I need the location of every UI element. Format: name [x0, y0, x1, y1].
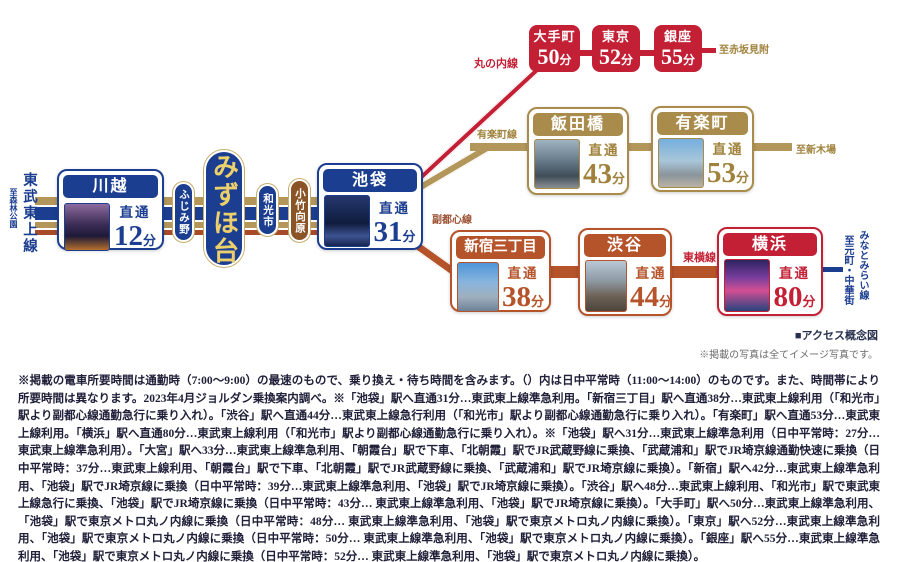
- station-pill-wakoshi: 和光市: [257, 184, 278, 236]
- iidabashi-direct-label: 直通: [588, 143, 620, 158]
- station-box-yurakucho: 有楽町 直通 53分: [651, 106, 754, 192]
- shinrinkoen-terminus-label: 至森林公園: [9, 188, 18, 228]
- shibuya-direct-label: 直通: [635, 266, 667, 281]
- otemachi-minutes: 50: [537, 44, 560, 69]
- shinjuku-sanchome-name: 新宿三丁目: [456, 236, 545, 259]
- tobu-tojo-line-name: 東武東上線: [21, 172, 37, 255]
- tokyo-minutes-unit: 分: [620, 53, 633, 67]
- tokyo-minutes: 52: [598, 44, 621, 69]
- yurakucho-direct-label: 直通: [712, 142, 744, 157]
- tobu-tojo-line-label-group: 東武東上線 至森林公園: [8, 172, 40, 322]
- shinjuku-sanchome-minutes-unit: 分: [531, 294, 545, 309]
- ikebukuro-minutes: 31: [373, 216, 403, 248]
- yurakucho-name: 有楽町: [657, 112, 748, 135]
- ginza-minutes: 55: [660, 44, 683, 69]
- yurakucho-minutes-unit: 分: [736, 170, 750, 185]
- fujimino-label: ふじみ野: [178, 189, 189, 235]
- route-time-disclaimer: ※掲載の電車所要時間は通勤時（7:00～9:00）の最速のもので、乗り換え・待ち…: [18, 375, 880, 562]
- marunouchi-connector-3: [701, 48, 716, 53]
- fukutoshin-line-label: 副都心線: [432, 215, 472, 226]
- ikebukuro-direct-label: 直通: [379, 201, 410, 216]
- station-box-shibuya: 渋谷 直通 44分: [578, 228, 672, 316]
- yokohama-name: 横浜: [723, 233, 817, 256]
- toyoko-connector: [668, 266, 720, 278]
- station-pill-mizuhodai: みずほ台: [204, 150, 244, 267]
- marunouchi-connector-1: [576, 50, 594, 56]
- toyoko-line-label: 東横線: [683, 252, 716, 264]
- marunouchi-line-label: 丸の内線: [474, 58, 518, 70]
- station-box-otemachi: 大手町 50分: [529, 25, 580, 72]
- yurakucho-minutes: 53: [707, 157, 736, 189]
- ginza-minutes-unit: 分: [682, 53, 695, 67]
- minatomirai-line-label: みなとみらい線: [857, 230, 868, 300]
- motomachi-chukagai-terminus-label: 至元町・中華街: [842, 235, 853, 305]
- shibuya-name: 渋谷: [584, 234, 666, 257]
- ikebukuro-minutes-unit: 分: [402, 229, 416, 244]
- wakoshi-label: 和光市: [262, 192, 273, 228]
- ginza-name: 銀座: [663, 29, 692, 44]
- yurakucho-horizontal-line: [470, 143, 792, 151]
- station-box-ikebukuro: 池袋 直通 31分: [317, 163, 423, 250]
- minatomirai-connector: [822, 267, 843, 272]
- marunouchi-connector-2: [638, 50, 656, 56]
- kawagoe-minutes-unit: 分: [142, 233, 156, 248]
- yokohama-minutes-unit: 分: [802, 294, 816, 309]
- station-box-yokohama: 横浜 直通 80分: [717, 227, 823, 316]
- iidabashi-minutes-unit: 分: [612, 171, 626, 186]
- otemachi-name: 大手町: [533, 29, 576, 44]
- kawagoe-minutes: 12: [113, 220, 143, 252]
- yurakucho-line-label: 有楽町線: [477, 130, 517, 141]
- station-pill-kotake-mukaihara: 小竹向原: [289, 179, 310, 242]
- yokohama-minutes: 80: [773, 281, 803, 313]
- yurakucho-photo: [658, 138, 704, 188]
- mizuhodai-label: みずほ台: [209, 152, 239, 265]
- kawagoe-name: 川越: [63, 175, 158, 198]
- ikebukuro-name: 池袋: [323, 169, 417, 192]
- yokohama-direct-label: 直通: [779, 266, 810, 281]
- ikebukuro-photo: [324, 195, 370, 247]
- station-box-shinjuku-sanchome: 新宿三丁目 直通 38分: [450, 230, 551, 312]
- kawagoe-photo: [64, 203, 110, 251]
- station-box-iidabashi: 飯田橋 直通 43分: [527, 107, 629, 195]
- shibuya-minutes: 44: [630, 281, 659, 313]
- shibuya-minutes-unit: 分: [659, 294, 673, 309]
- shinjuku-sanchome-direct-label: 直通: [507, 266, 539, 281]
- tokyo-name: 東京: [601, 29, 630, 44]
- shinjuku-sanchome-minutes: 38: [502, 281, 531, 313]
- minatomirai-label-group: みなとみらい線 至元町・中華街: [840, 230, 870, 330]
- iidabashi-name: 飯田橋: [533, 113, 623, 136]
- station-pill-fujimino: ふじみ野: [173, 182, 194, 242]
- kotake-mukaihara-label: 小竹向原: [294, 187, 305, 234]
- shibuya-photo: [585, 260, 627, 312]
- kawagoe-direct-label: 直通: [119, 205, 151, 220]
- fukutoshin-connector-1: [545, 266, 585, 278]
- photo-disclaimer-caption: ※掲載の写真は全てイメージ写真です。: [699, 350, 878, 361]
- station-box-ginza: 銀座 55分: [654, 25, 702, 72]
- akasaka-mitsuke-terminus-label: 至赤坂見附: [719, 45, 769, 56]
- captions: ■アクセス概念図 ※掲載の写真は全てイメージ写真です。: [699, 327, 878, 361]
- otemachi-minutes-unit: 分: [559, 53, 572, 67]
- station-box-kawagoe: 川越 直通 12分: [57, 169, 164, 252]
- access-map-caption: ■アクセス概念図: [794, 330, 878, 342]
- iidabashi-minutes: 43: [583, 158, 612, 190]
- station-box-tokyo: 東京 52分: [592, 25, 640, 72]
- yokohama-photo: [724, 259, 770, 312]
- iidabashi-photo: [534, 139, 580, 189]
- shin-kiba-terminus-label: 至新木場: [796, 145, 836, 156]
- shinjuku-sanchome-photo: [457, 262, 499, 312]
